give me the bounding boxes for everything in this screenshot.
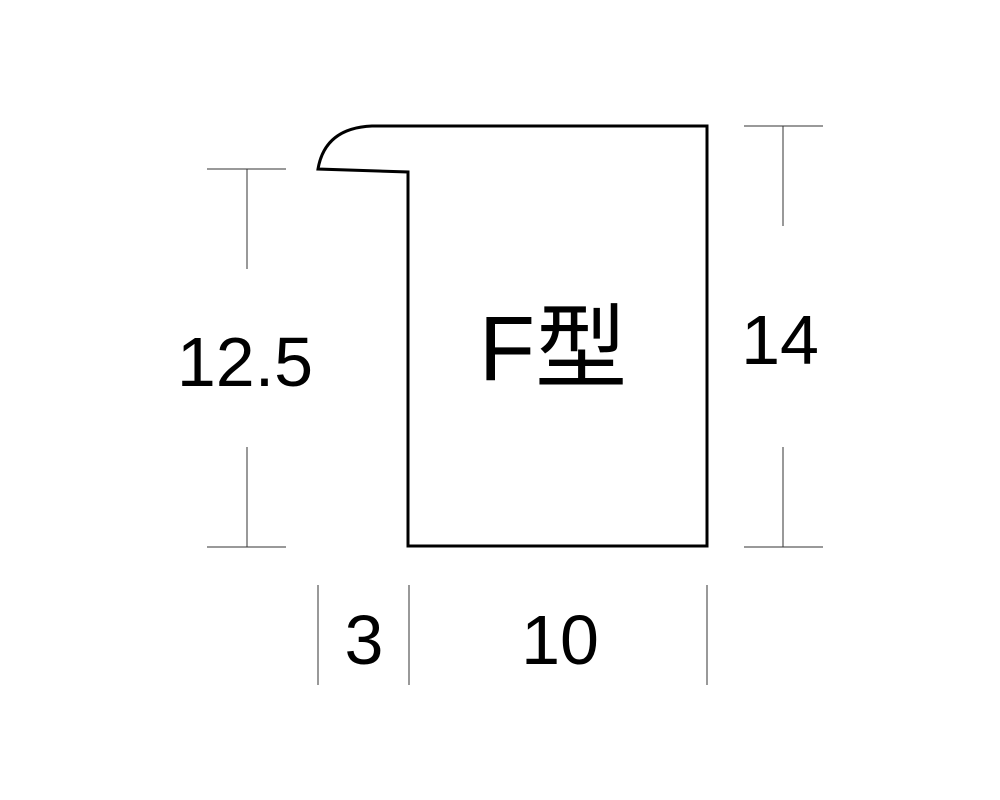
dimension-total-height-label: 14	[741, 301, 819, 379]
dimension-total-height	[744, 125, 823, 548]
profile-label: F型	[479, 298, 627, 400]
dimension-body-width-label: 10	[521, 601, 599, 679]
profile-outline	[316, 124, 709, 548]
dimension-lip-height	[207, 168, 286, 548]
dimension-lip-width-label: 3	[345, 601, 384, 679]
dimension-widths	[317, 585, 708, 685]
dimension-lip-height-label: 12.5	[177, 323, 313, 401]
